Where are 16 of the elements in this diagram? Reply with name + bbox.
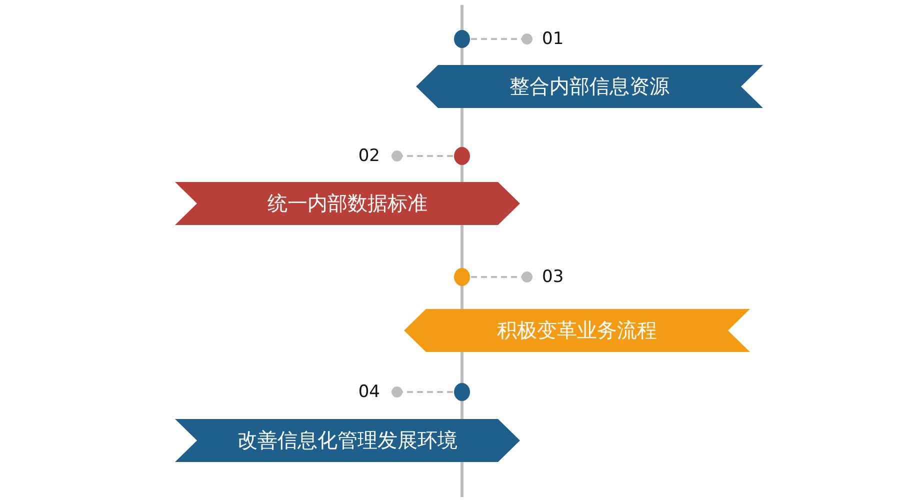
step-number: 01 — [527, 28, 567, 50]
timeline-dot — [454, 268, 470, 286]
ribbon-banner: 改善信息化管理发展环境 — [175, 419, 520, 462]
step-number: 04 — [350, 381, 397, 403]
timeline-dot — [454, 383, 470, 401]
step-number: 02 — [354, 145, 397, 167]
step-number: 03 — [527, 266, 567, 288]
ribbon-banner: 积极变革业务流程 — [404, 309, 750, 352]
dashed-connector — [470, 272, 532, 282]
timeline-dot — [454, 30, 470, 48]
dashed-connector — [392, 386, 454, 398]
ribbon-banner: 统一内部数据标准 — [175, 182, 520, 225]
ribbon-banner: 整合内部信息资源 — [416, 65, 763, 108]
dashed-connector — [470, 34, 532, 44]
timeline-dot — [454, 147, 470, 165]
dashed-connector — [392, 150, 454, 162]
